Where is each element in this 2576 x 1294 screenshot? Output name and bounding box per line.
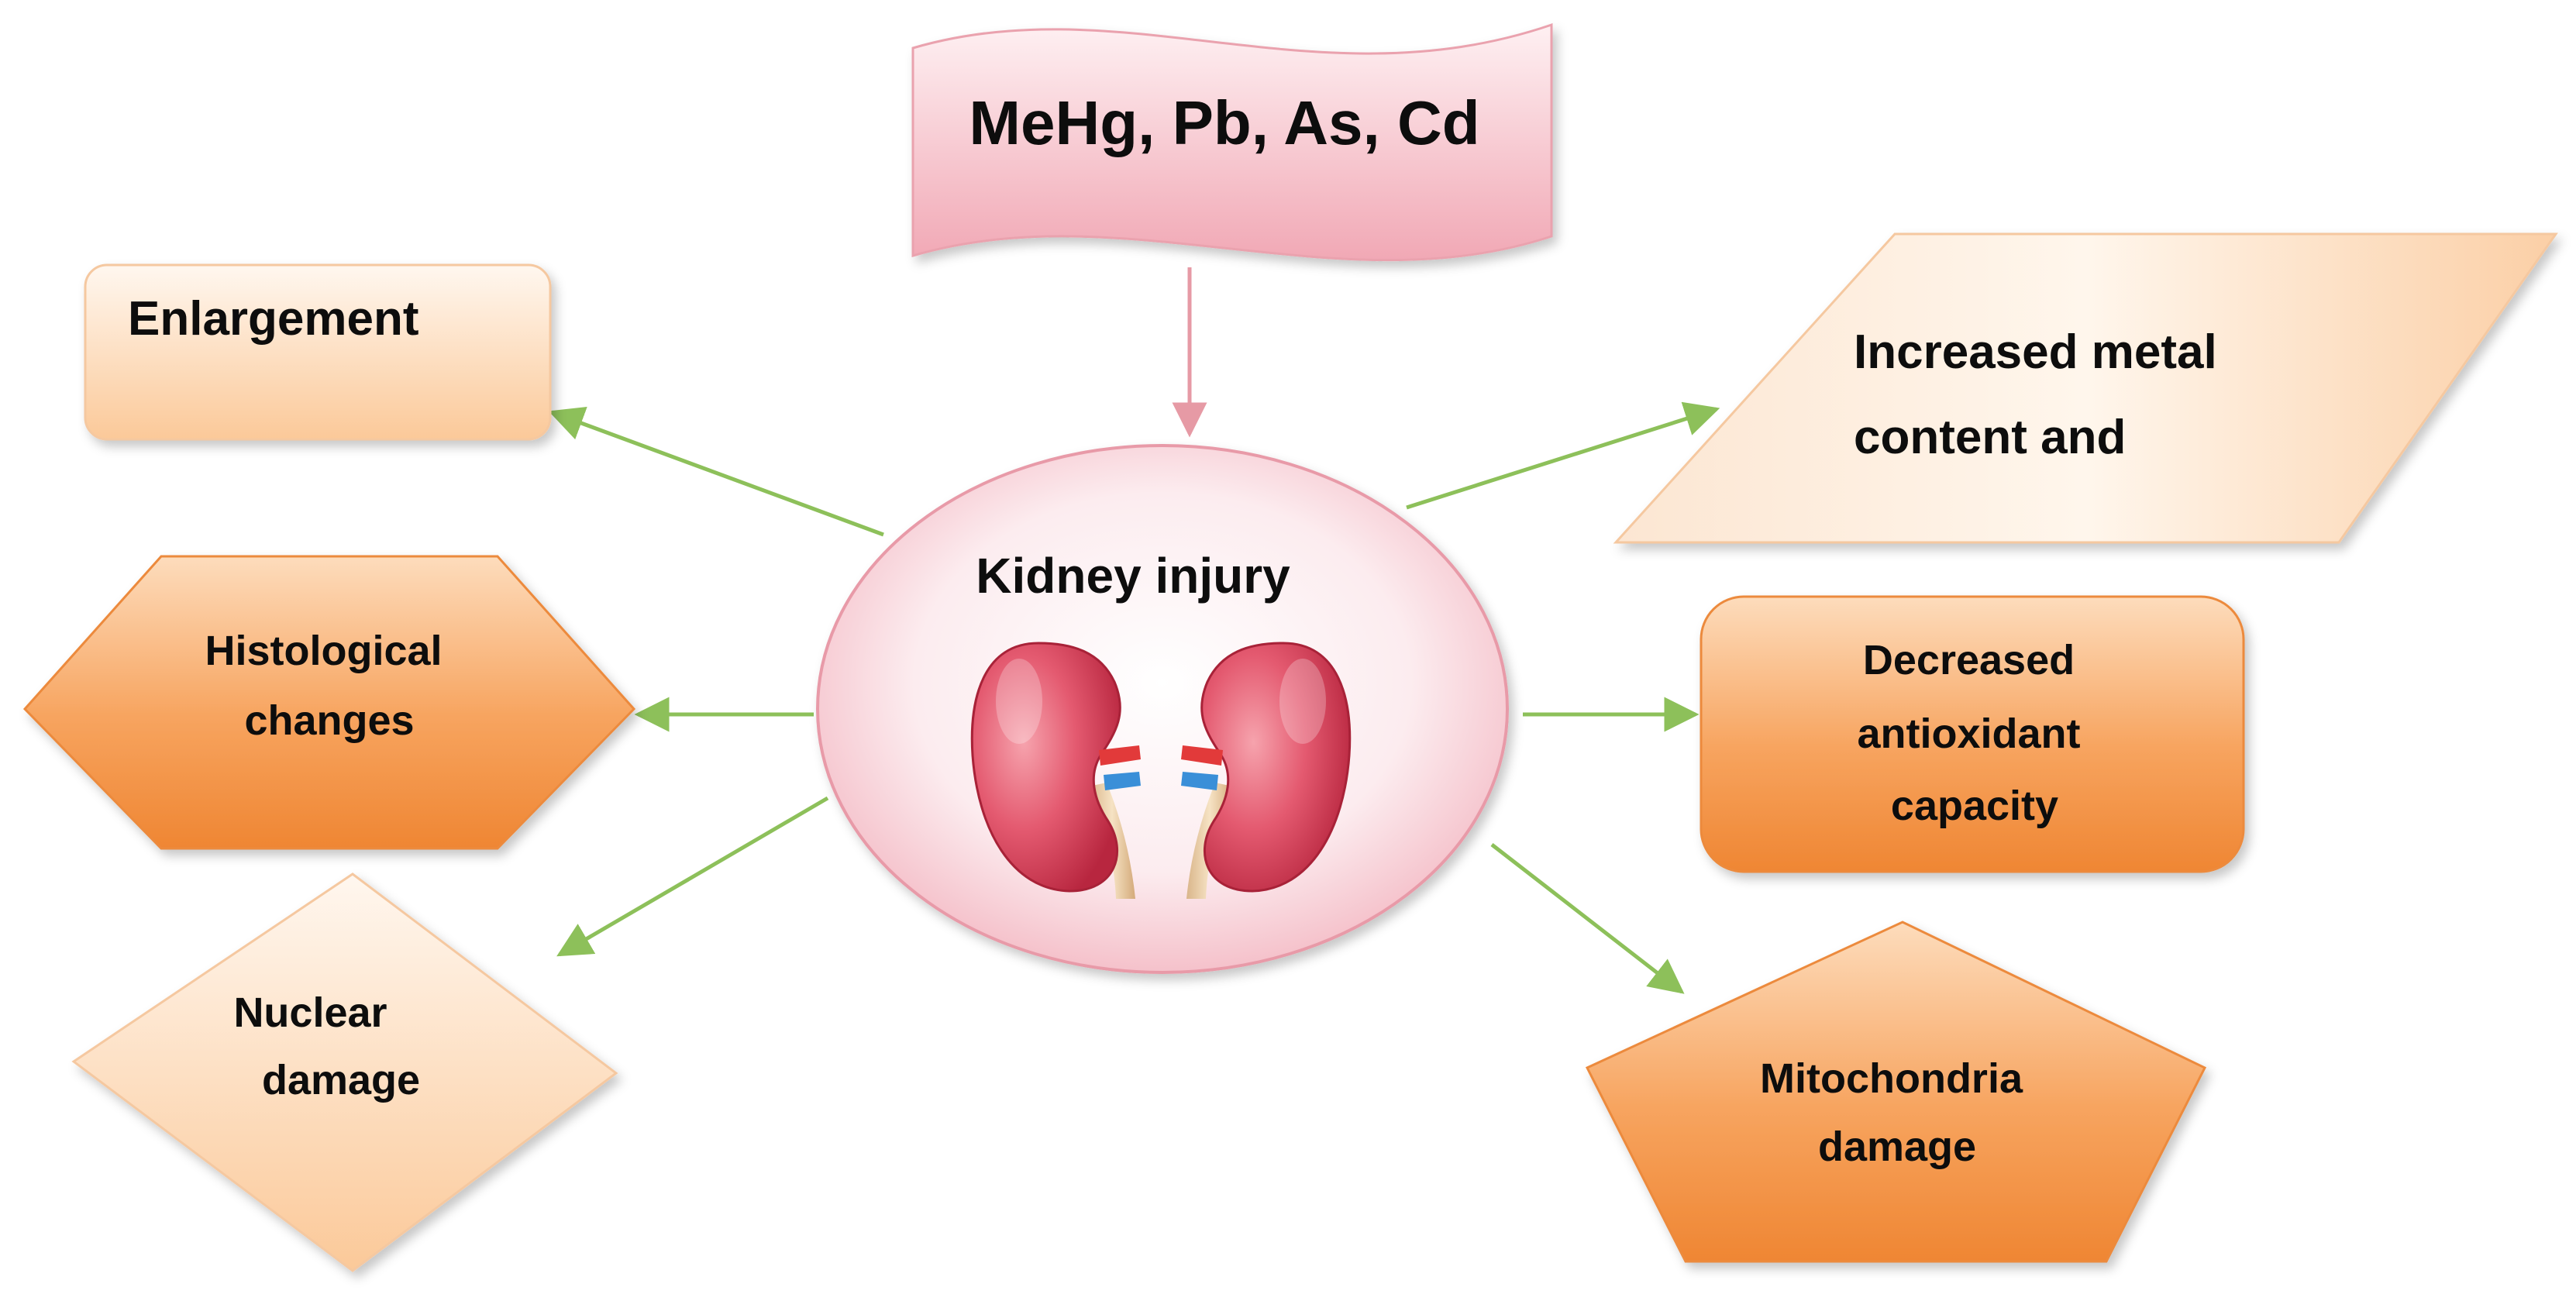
effect-enlargement: Enlargement xyxy=(84,263,552,441)
antioxidant-label-line3: capacity xyxy=(1891,783,2058,829)
effect-increased-metal-content: Increased metal content and xyxy=(1613,232,2558,544)
effect-mitochondria-damage: Mitochondria damage xyxy=(1585,921,2207,1263)
enlargement-label: Enlargement xyxy=(128,292,419,346)
antioxidant-label-line2: antioxidant xyxy=(1857,711,2080,757)
source-label: MeHg, Pb, As, Cd xyxy=(969,88,1479,157)
mitochondria-label-line1: Mitochondria xyxy=(1760,1055,2023,1102)
effect-nuclear-damage: Nuclear damage xyxy=(71,872,618,1272)
metal-label-line2: content and xyxy=(1854,411,2126,464)
connector-arrows xyxy=(548,267,1720,994)
histological-label-line1: Histological xyxy=(205,628,442,674)
nuclear-label-line1: Nuclear xyxy=(233,989,387,1036)
center-kidney-injury: Kidney injury xyxy=(816,444,1509,974)
arrow-to-mitochondria xyxy=(1490,843,1685,994)
svg-text:Decreased antioxidant: Decreased antioxidant capacity xyxy=(1857,637,2092,829)
svg-text:Histological changes: Histological changes xyxy=(205,628,453,744)
mitochondria-label-line2: damage xyxy=(1818,1124,1976,1170)
effect-decreased-antioxidant-capacity: Decreased antioxidant capacity xyxy=(1700,595,2245,873)
antioxidant-label-line1: Decreased xyxy=(1863,637,2075,683)
metal-label-line1: Increased metal xyxy=(1854,325,2217,379)
svg-text:Increased metal content: Increased metal content and xyxy=(1854,325,2230,464)
svg-text:Mitochondria damage: Mitochondria damage xyxy=(1760,1055,2034,1170)
source-banner: MeHg, Pb, As, Cd xyxy=(911,22,1553,262)
arrow-to-nuclear xyxy=(556,796,829,957)
arrow-to-metal-content xyxy=(1406,401,1720,510)
effect-histological-changes: Histological changes xyxy=(22,555,636,850)
histological-label-line2: changes xyxy=(244,697,414,744)
center-label: Kidney injury xyxy=(976,548,1290,604)
arrow-to-enlargement xyxy=(548,406,884,537)
svg-text:Nuclear damage: Nuclear damage xyxy=(233,989,420,1103)
nuclear-label-line2: damage xyxy=(262,1057,420,1103)
kidneys-icon xyxy=(970,642,1352,899)
